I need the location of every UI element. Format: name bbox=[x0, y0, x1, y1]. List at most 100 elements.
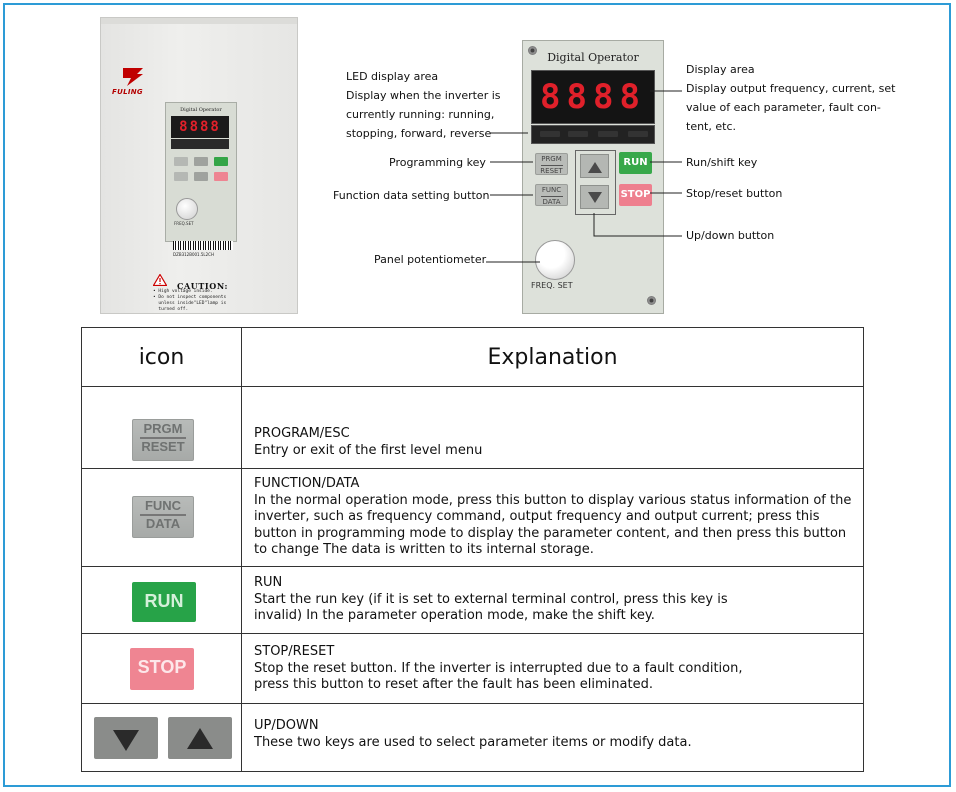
icon-cell: STOP bbox=[82, 634, 241, 703]
explanation-table: icon Explanation PRGM RESET PROGRAM/ESC … bbox=[81, 327, 864, 772]
screw-icon bbox=[647, 296, 656, 305]
indicator-led bbox=[598, 131, 618, 137]
mini-prgm-key bbox=[174, 157, 188, 166]
func-data-icon: FUNC DATA bbox=[132, 496, 194, 538]
callout-run-shift: Run/shift key bbox=[686, 156, 758, 169]
row-title: RUN bbox=[254, 575, 283, 590]
callout-panel-pot: Panel potentiometer bbox=[374, 253, 487, 266]
callout-display-area: Display area Display output frequency, c… bbox=[686, 60, 895, 136]
row-title: PROGRAM/ESC bbox=[254, 426, 350, 441]
mini-down-key bbox=[194, 172, 208, 181]
mini-knob bbox=[176, 198, 198, 220]
callout-line: value of each parameter, fault con- bbox=[686, 101, 881, 114]
inverter-photo: FULING Digital Operator 8888 FREQ.SET DZ… bbox=[100, 17, 298, 314]
callout-stop-reset: Stop/reset button bbox=[686, 187, 783, 200]
header-explanation: Explanation bbox=[487, 344, 618, 370]
explanation-cell: STOP/RESET Stop the reset button. If the… bbox=[254, 644, 855, 694]
down-key[interactable] bbox=[580, 185, 609, 209]
callout-line: Display area bbox=[686, 63, 755, 76]
row-title: UP/DOWN bbox=[254, 718, 319, 733]
reset-label: RESET bbox=[540, 167, 563, 175]
up-arrow-icon bbox=[187, 728, 213, 749]
table-header: icon Explanation bbox=[82, 328, 863, 387]
mini-run-key bbox=[214, 157, 228, 166]
brand-logo bbox=[123, 68, 143, 86]
callout-line: currently running: running, bbox=[346, 108, 495, 121]
icon-cell bbox=[82, 704, 241, 771]
prgm-reset-icon: PRGM RESET bbox=[132, 419, 194, 461]
table-row: FUNC DATA FUNCTION/DATA In the normal op… bbox=[82, 469, 863, 567]
status-indicators bbox=[531, 125, 655, 144]
indicator-led bbox=[628, 131, 648, 137]
caution-title: CAUTION: bbox=[177, 281, 228, 291]
table-row: UP/DOWN These two keys are used to selec… bbox=[82, 704, 863, 771]
data-label: DATA bbox=[542, 198, 561, 206]
potentiometer-knob[interactable] bbox=[535, 240, 575, 280]
func-data-key[interactable]: FUNC DATA bbox=[535, 184, 568, 206]
table-row: STOP STOP/RESET Stop the reset button. I… bbox=[82, 634, 863, 704]
mini-indicators bbox=[171, 139, 229, 149]
row-body: In the normal operation mode, press this… bbox=[254, 492, 852, 558]
mini-func-key bbox=[174, 172, 188, 181]
up-arrow-icon bbox=[588, 162, 602, 173]
explanation-cell: PROGRAM/ESC Entry or exit of the first l… bbox=[254, 426, 855, 459]
callout-up-down: Up/down button bbox=[686, 229, 775, 242]
freq-set-label: FREQ. SET bbox=[531, 281, 573, 290]
func-label: FUNC bbox=[541, 186, 562, 194]
prgm-reset-key[interactable]: PRGM RESET bbox=[535, 153, 568, 175]
icon-bottom-label: DATA bbox=[145, 516, 181, 531]
callout-line: LED display area bbox=[346, 70, 439, 83]
stop-icon: STOP bbox=[130, 648, 194, 690]
indicator-led bbox=[540, 131, 560, 137]
down-arrow-icon bbox=[113, 730, 139, 751]
mini-panel-title: Digital Operator bbox=[180, 107, 222, 113]
icon-top-label: FUNC bbox=[144, 498, 182, 513]
table-row: PRGM RESET PROGRAM/ESC Entry or exit of … bbox=[82, 387, 863, 469]
screw-icon bbox=[528, 46, 537, 55]
up-key[interactable] bbox=[580, 154, 609, 178]
icon-cell: PRGM RESET bbox=[82, 387, 241, 468]
callout-lines bbox=[486, 90, 682, 263]
barcode bbox=[173, 241, 233, 250]
callout-programming-key: Programming key bbox=[389, 156, 486, 169]
row-body: Entry or exit of the first level menu bbox=[254, 442, 483, 458]
down-arrow-icon bbox=[588, 192, 602, 203]
callout-function-data: Function data setting button bbox=[333, 189, 490, 202]
mini-stop-key bbox=[214, 172, 228, 181]
down-key-icon bbox=[94, 717, 158, 759]
digital-operator-panel: Digital Operator 8888 PRGM RESET FUNC DA… bbox=[522, 40, 664, 314]
explanation-cell: FUNCTION/DATA In the normal operation mo… bbox=[254, 476, 855, 559]
prgm-label: PRGM bbox=[541, 155, 562, 163]
operator-title: Digital Operator bbox=[547, 51, 639, 64]
table-row: RUN RUN Start the run key (if it is set … bbox=[82, 567, 863, 634]
indicator-led bbox=[568, 131, 588, 137]
row-title: FUNCTION/DATA bbox=[254, 476, 360, 491]
led-display: 8888 bbox=[531, 70, 655, 124]
brand-name: FULING bbox=[112, 88, 143, 96]
row-body: Start the run key (if it is set to exter… bbox=[254, 591, 728, 624]
mini-freq-label: FREQ.SET bbox=[174, 221, 194, 226]
mini-up-key bbox=[194, 157, 208, 166]
callout-line: stopping, forward, reverse bbox=[346, 127, 492, 140]
row-title: STOP/RESET bbox=[254, 644, 335, 659]
mini-led-display: 8888 bbox=[171, 116, 229, 138]
callout-led-area: LED display area Display when the invert… bbox=[346, 67, 501, 143]
callout-line: Display output frequency, current, set bbox=[686, 82, 896, 95]
caution-text: • High voltage inside. • Do not inspect … bbox=[153, 289, 227, 312]
warning-icon bbox=[153, 274, 167, 286]
run-icon: RUN bbox=[132, 582, 196, 622]
explanation-cell: RUN Start the run key (if it is set to e… bbox=[254, 575, 855, 625]
icon-cell: FUNC DATA bbox=[82, 469, 241, 566]
callout-line: tent, etc. bbox=[686, 120, 736, 133]
icon-cell: RUN bbox=[82, 567, 241, 633]
run-key[interactable]: RUN bbox=[619, 152, 652, 174]
stop-key[interactable]: STOP bbox=[619, 184, 652, 206]
serial-number: DZB312B001.5L2CH bbox=[173, 252, 214, 257]
icon-top-label: PRGM bbox=[143, 421, 183, 436]
row-body: Stop the reset button. If the inverter i… bbox=[254, 660, 743, 693]
page-frame bbox=[3, 3, 951, 787]
explanation-cell: UP/DOWN These two keys are used to selec… bbox=[254, 718, 855, 751]
callout-line: Display when the inverter is bbox=[346, 89, 501, 102]
header-icon: icon bbox=[138, 344, 185, 370]
icon-bottom-label: RESET bbox=[141, 439, 185, 454]
